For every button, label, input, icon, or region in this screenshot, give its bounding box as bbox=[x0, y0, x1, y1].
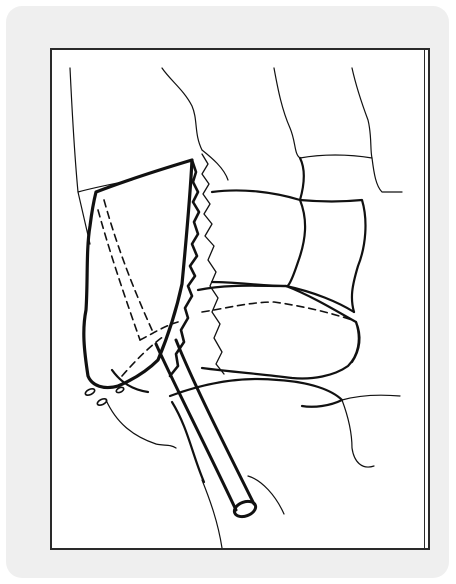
carpal-contours bbox=[112, 158, 365, 482]
anatomical-line-drawing bbox=[52, 50, 428, 548]
illustration-frame bbox=[50, 48, 430, 550]
dashed-hidden-lines bbox=[98, 200, 352, 376]
figure-card bbox=[6, 6, 449, 578]
bone-chips bbox=[84, 386, 124, 406]
